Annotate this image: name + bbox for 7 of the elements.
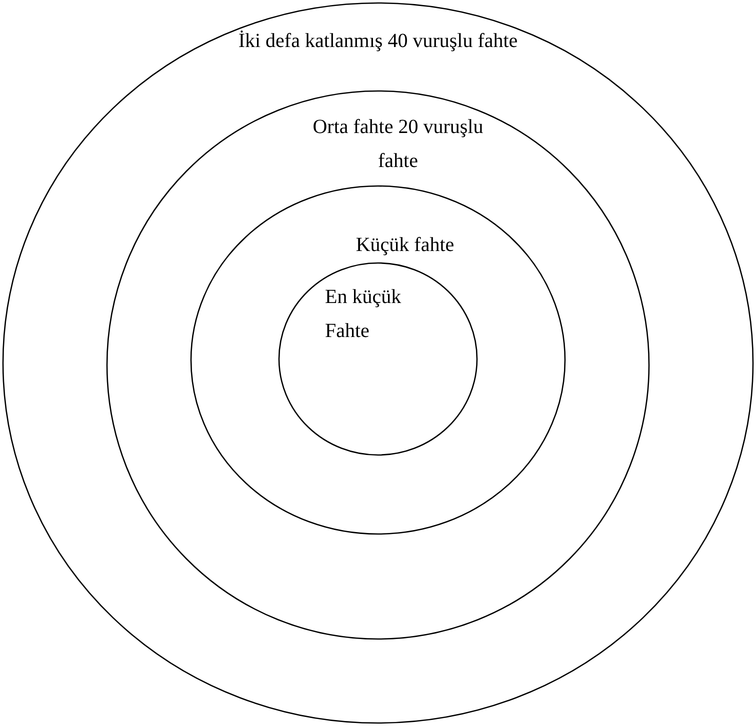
ring-label: İki defa katlanmış 40 vuruşlu fahte: [237, 29, 519, 54]
ring-ellipse: [190, 185, 566, 535]
ring-ellipse: [106, 90, 650, 640]
ring-label: Küçük fahte: [354, 233, 456, 258]
ring-label: En küçük Fahte: [325, 285, 402, 344]
ring-ellipse: [278, 262, 478, 456]
ring-label: Orta fahte 20 vuruşlu fahte: [312, 115, 484, 174]
